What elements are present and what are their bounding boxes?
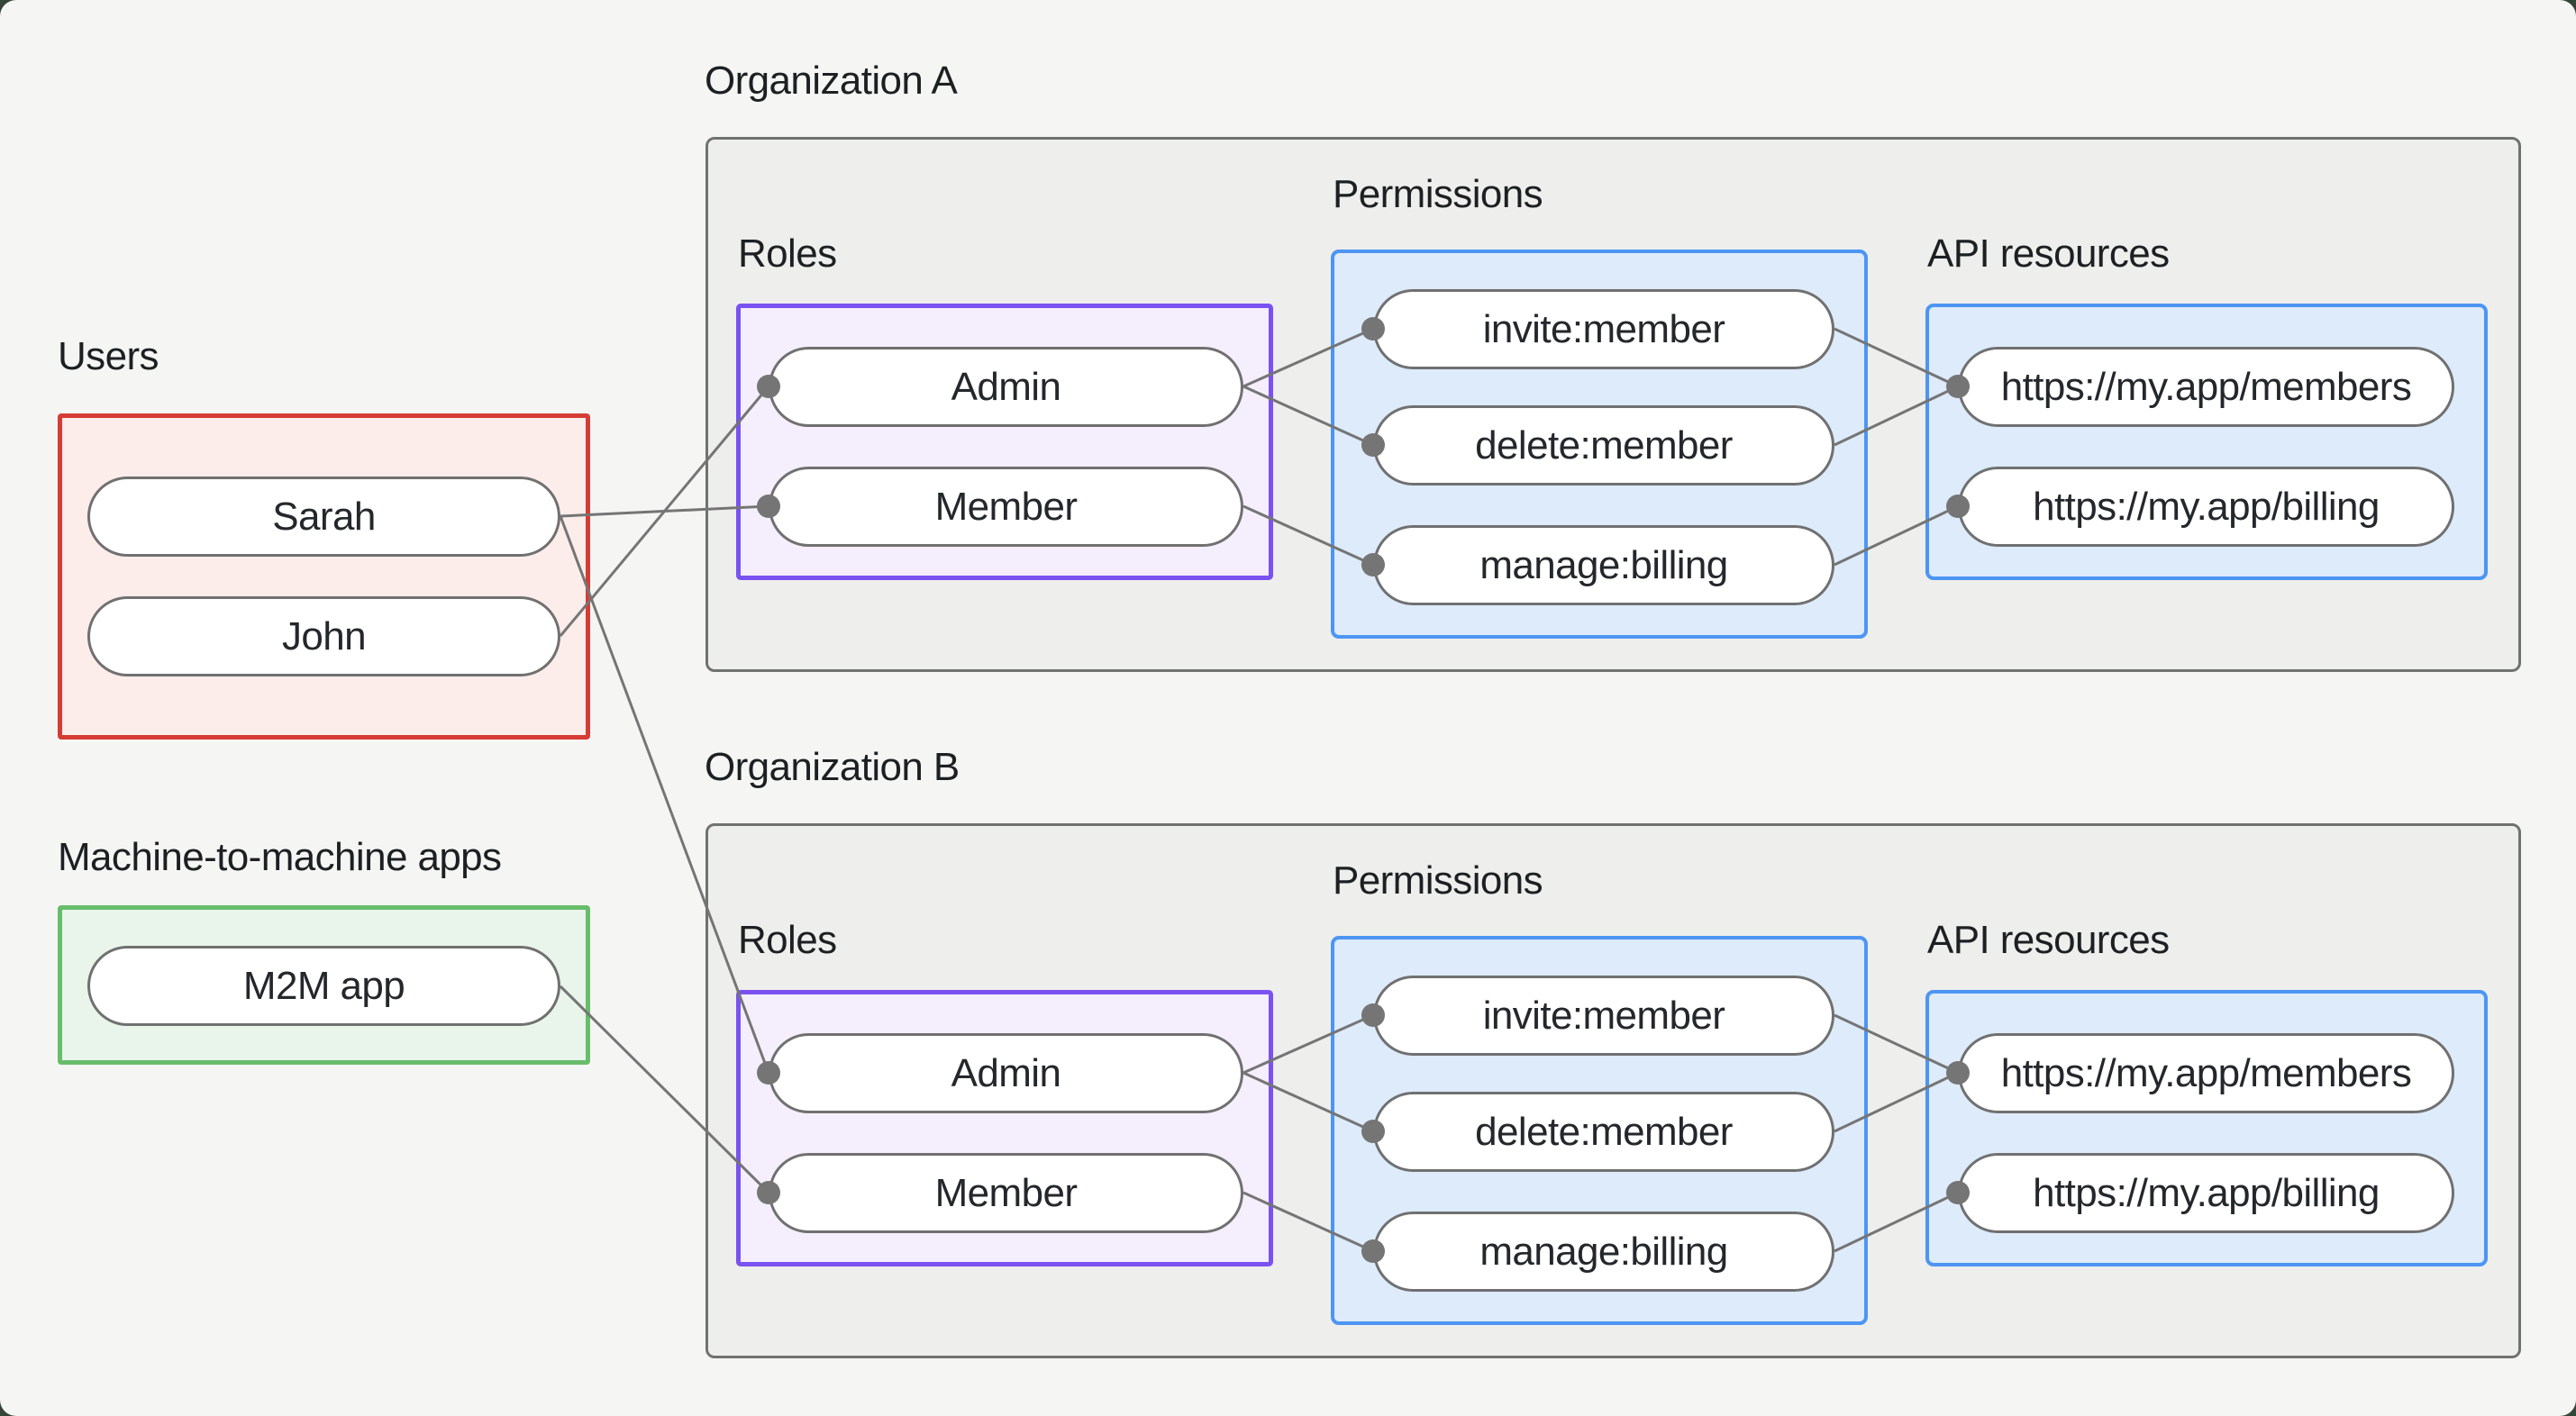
node-org-a-api-members: https://my.app/members <box>1958 347 2454 427</box>
node-org-a-perm-manage-billing: manage:billing <box>1373 525 1834 605</box>
users-group-box <box>58 413 590 740</box>
node-m2m-app: M2M app <box>87 946 560 1026</box>
users-group-title: Users <box>58 334 159 378</box>
node-org-a-api-billing: https://my.app/billing <box>1958 467 2454 547</box>
m2m-group-title: Machine-to-machine apps <box>58 835 502 879</box>
node-org-a-role-admin: Admin <box>769 347 1243 427</box>
node-user-sarah: Sarah <box>87 477 560 557</box>
org-b-title: Organization B <box>705 745 960 789</box>
node-org-b-perm-delete-member: delete:member <box>1373 1092 1834 1172</box>
org-b-api-label: API resources <box>1927 918 2170 962</box>
org-a-permissions-label: Permissions <box>1333 172 1543 216</box>
org-b-roles-label: Roles <box>738 918 837 962</box>
org-b-permissions-label: Permissions <box>1333 858 1543 903</box>
node-org-b-perm-invite-member: invite:member <box>1373 976 1834 1056</box>
node-org-b-api-members: https://my.app/members <box>1958 1033 2454 1113</box>
node-user-john: John <box>87 596 560 676</box>
node-org-b-role-member: Member <box>769 1153 1243 1233</box>
org-a-roles-label: Roles <box>738 231 837 276</box>
node-org-a-perm-delete-member: delete:member <box>1373 405 1834 486</box>
node-org-b-role-admin: Admin <box>769 1033 1243 1113</box>
node-org-a-role-member: Member <box>769 467 1243 547</box>
node-org-b-perm-manage-billing: manage:billing <box>1373 1212 1834 1292</box>
node-org-a-perm-invite-member: invite:member <box>1373 289 1834 369</box>
org-a-api-label: API resources <box>1927 231 2170 276</box>
node-org-b-api-billing: https://my.app/billing <box>1958 1153 2454 1233</box>
org-a-title: Organization A <box>705 59 958 103</box>
